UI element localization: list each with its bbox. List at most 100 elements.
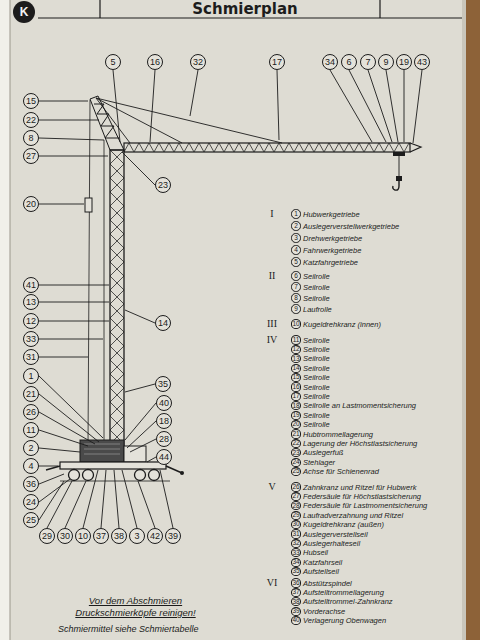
number-text: 2	[28, 444, 33, 453]
list-number-circle: 21	[291, 429, 302, 438]
callout-number: 13	[23, 294, 39, 310]
group-numeral: II	[269, 271, 276, 281]
number-text: 16	[150, 58, 160, 67]
number-text: 19	[399, 58, 409, 67]
outrigger	[46, 466, 60, 470]
callout-number: 14	[155, 315, 171, 331]
number-text: 1	[294, 211, 298, 218]
part-description: Seilrolle	[303, 345, 330, 354]
number-text: 18	[159, 417, 169, 426]
callout-number: 16	[147, 54, 163, 70]
number-text: 25	[26, 516, 36, 525]
callout-number: 26	[23, 404, 39, 420]
logo-letter: K	[20, 6, 29, 18]
callout-number: 3	[129, 528, 145, 544]
hook-block	[396, 176, 402, 181]
part-description: Hubtrommellagerung	[303, 430, 373, 439]
number-text: 31	[26, 353, 36, 362]
number-text: 30	[60, 532, 70, 541]
chassis	[60, 462, 166, 469]
number-text: 1	[28, 372, 33, 381]
part-description: Zahnkranz und Ritzel für Hubwerk	[303, 483, 416, 492]
number-text: 40	[292, 617, 299, 624]
number-text: 34	[325, 58, 335, 67]
jib-tip	[410, 143, 421, 152]
wheel	[149, 470, 160, 481]
number-text: 12	[292, 346, 299, 353]
number-text: 13	[26, 298, 36, 307]
callout-number: 10	[75, 528, 91, 544]
number-text: 25	[292, 468, 299, 475]
number-text: 24	[292, 459, 299, 466]
number-text: 4	[28, 462, 33, 471]
number-text: 35	[158, 380, 168, 389]
number-text: 28	[292, 503, 299, 510]
number-text: 4	[294, 247, 298, 254]
part-description: Seilrolle	[303, 336, 330, 345]
callout-number: 35	[155, 376, 171, 392]
number-text: 13	[292, 356, 299, 363]
header-divider	[379, 0, 380, 18]
number-text: 12	[26, 317, 36, 326]
part-description: Kugeldrehkranz (außen)	[303, 520, 384, 529]
number-text: 7	[294, 284, 298, 291]
list-number-circle: 5	[291, 257, 300, 266]
list-number-circle: 19	[291, 411, 302, 420]
trolley	[393, 152, 405, 156]
number-text: 31	[292, 531, 299, 538]
part-description: Verlagerung Obenwagen	[303, 616, 386, 625]
list-number-circle: 8	[291, 293, 300, 302]
jib-lattice	[124, 143, 410, 152]
instruction-note: Vor dem Abschmieren Druckschmierköpfe re…	[48, 595, 223, 619]
number-text: 32	[193, 58, 203, 67]
reference-note: Schmiermittel siehe Schmiertabelle	[58, 624, 199, 635]
list-number-circle: 3	[291, 233, 300, 242]
number-text: 39	[168, 532, 178, 541]
part-description: Aufstellseil	[303, 567, 339, 576]
number-text: 36	[26, 480, 36, 489]
list-number-circle: 31	[291, 529, 302, 538]
header-divider	[99, 0, 100, 18]
part-description: Federsäule für Höchstlastsicherung	[303, 492, 421, 501]
part-description: Katzfahrgetriebe	[303, 258, 358, 267]
number-text: 16	[292, 384, 299, 391]
number-text: 9	[383, 58, 388, 67]
callout-number: 42	[147, 528, 163, 544]
part-description: Seilrolle	[303, 420, 330, 429]
callout-number: 31	[23, 349, 39, 365]
part-description: Seilrolle	[303, 364, 330, 373]
part-description: Laufradverzahnung und Ritzel	[303, 511, 403, 520]
part-description: Abstützspindel	[303, 579, 352, 588]
number-text: 10	[78, 532, 88, 541]
part-description: Vorderachse	[303, 607, 345, 616]
number-text: 36	[292, 580, 299, 587]
hook	[393, 181, 399, 190]
callout-number: 33	[23, 331, 39, 347]
number-text: 6	[346, 58, 351, 67]
number-text: 40	[159, 399, 169, 408]
callout-number: 23	[155, 177, 171, 193]
number-text: 15	[292, 374, 299, 381]
callout-number: 34	[322, 54, 338, 70]
callout-number: 44	[156, 449, 172, 465]
list-number-circle: 2	[291, 221, 300, 230]
number-text: 30	[292, 521, 299, 528]
number-text: 8	[28, 134, 33, 143]
wheel	[69, 470, 80, 481]
number-text: 29	[42, 532, 52, 541]
part-description: Seilrolle	[303, 283, 330, 292]
part-description: Hubseil	[303, 548, 328, 557]
group-numeral: I	[270, 209, 273, 219]
number-text: 33	[292, 550, 299, 557]
wheel	[83, 470, 94, 481]
callout-number: 1	[23, 368, 39, 384]
number-text: 11	[26, 426, 35, 435]
list-number-circle: 16	[291, 382, 302, 391]
paper-edge-line	[10, 0, 11, 640]
number-text: 26	[26, 408, 36, 417]
number-text: 23	[158, 181, 168, 190]
callout-number: 32	[190, 54, 206, 70]
part-description: Federsäule für Lastmomentsicherung	[303, 501, 427, 510]
part-description: Hubwerkgetriebe	[303, 210, 360, 219]
